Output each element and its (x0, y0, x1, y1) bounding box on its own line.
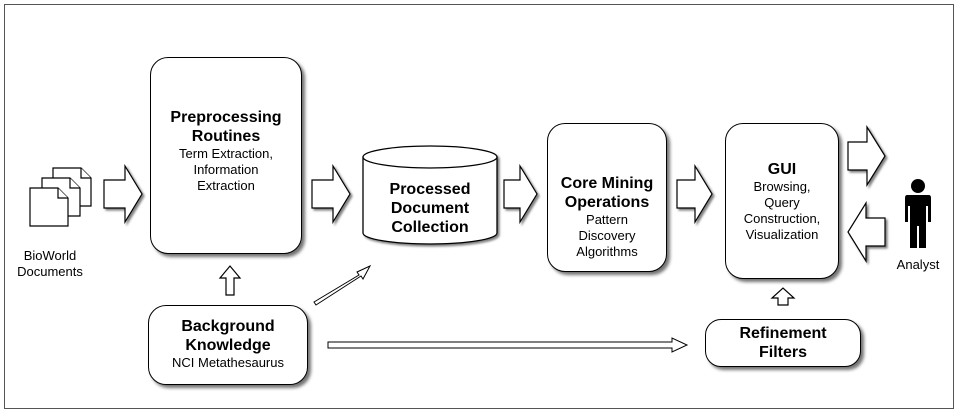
arrow-collection-to-mining (503, 163, 538, 225)
bioworld-documents-label: BioWorld Documents (17, 248, 83, 279)
background-knowledge-sub: NCI Metathesaurus (172, 355, 284, 370)
processed-collection-title: Processed Document Collection (389, 181, 471, 236)
core-mining-title: Core Mining Operations (560, 175, 654, 211)
arrow-filters-to-gui (770, 287, 796, 306)
refinement-filters-box: Refinement Filters (705, 319, 861, 367)
document-stack-icon (29, 167, 92, 227)
background-knowledge-box: Background Knowledge NCI Metathesaurus (148, 305, 308, 385)
arrow-background-to-collection (313, 264, 372, 306)
core-mining-sub: Pattern Discovery Algorithms (576, 212, 638, 259)
core-mining-box: Core Mining Operations Pattern Discovery… (547, 123, 667, 272)
arrow-mining-to-gui (676, 163, 713, 225)
arrow-documents-to-preprocessing (103, 163, 143, 225)
arrow-background-to-filters (327, 337, 689, 353)
gui-title: GUI (767, 161, 797, 178)
diagram-frame (4, 4, 954, 409)
arrow-gui-to-analyst (847, 124, 886, 188)
gui-box: GUI Browsing, Query Construction, Visual… (725, 123, 839, 279)
arrow-preprocessing-to-collection (311, 163, 351, 225)
person-icon (905, 179, 931, 248)
arrow-analyst-to-gui (847, 200, 886, 264)
cylinder-processed-collection (362, 145, 498, 245)
background-knowledge-title: Background Knowledge (181, 318, 275, 354)
preprocessing-sub: Term Extraction, Information Extraction (179, 146, 273, 193)
preprocessing-box: Preprocessing Routines Term Extraction, … (150, 57, 302, 254)
refinement-filters-title: Refinement Filters (739, 325, 827, 361)
arrow-background-to-preprocessing (218, 265, 242, 296)
gui-sub: Browsing, Query Construction, Visualizat… (743, 179, 821, 242)
preprocessing-title: Preprocessing Routines (170, 109, 282, 145)
analyst-label: Analyst (896, 257, 940, 272)
